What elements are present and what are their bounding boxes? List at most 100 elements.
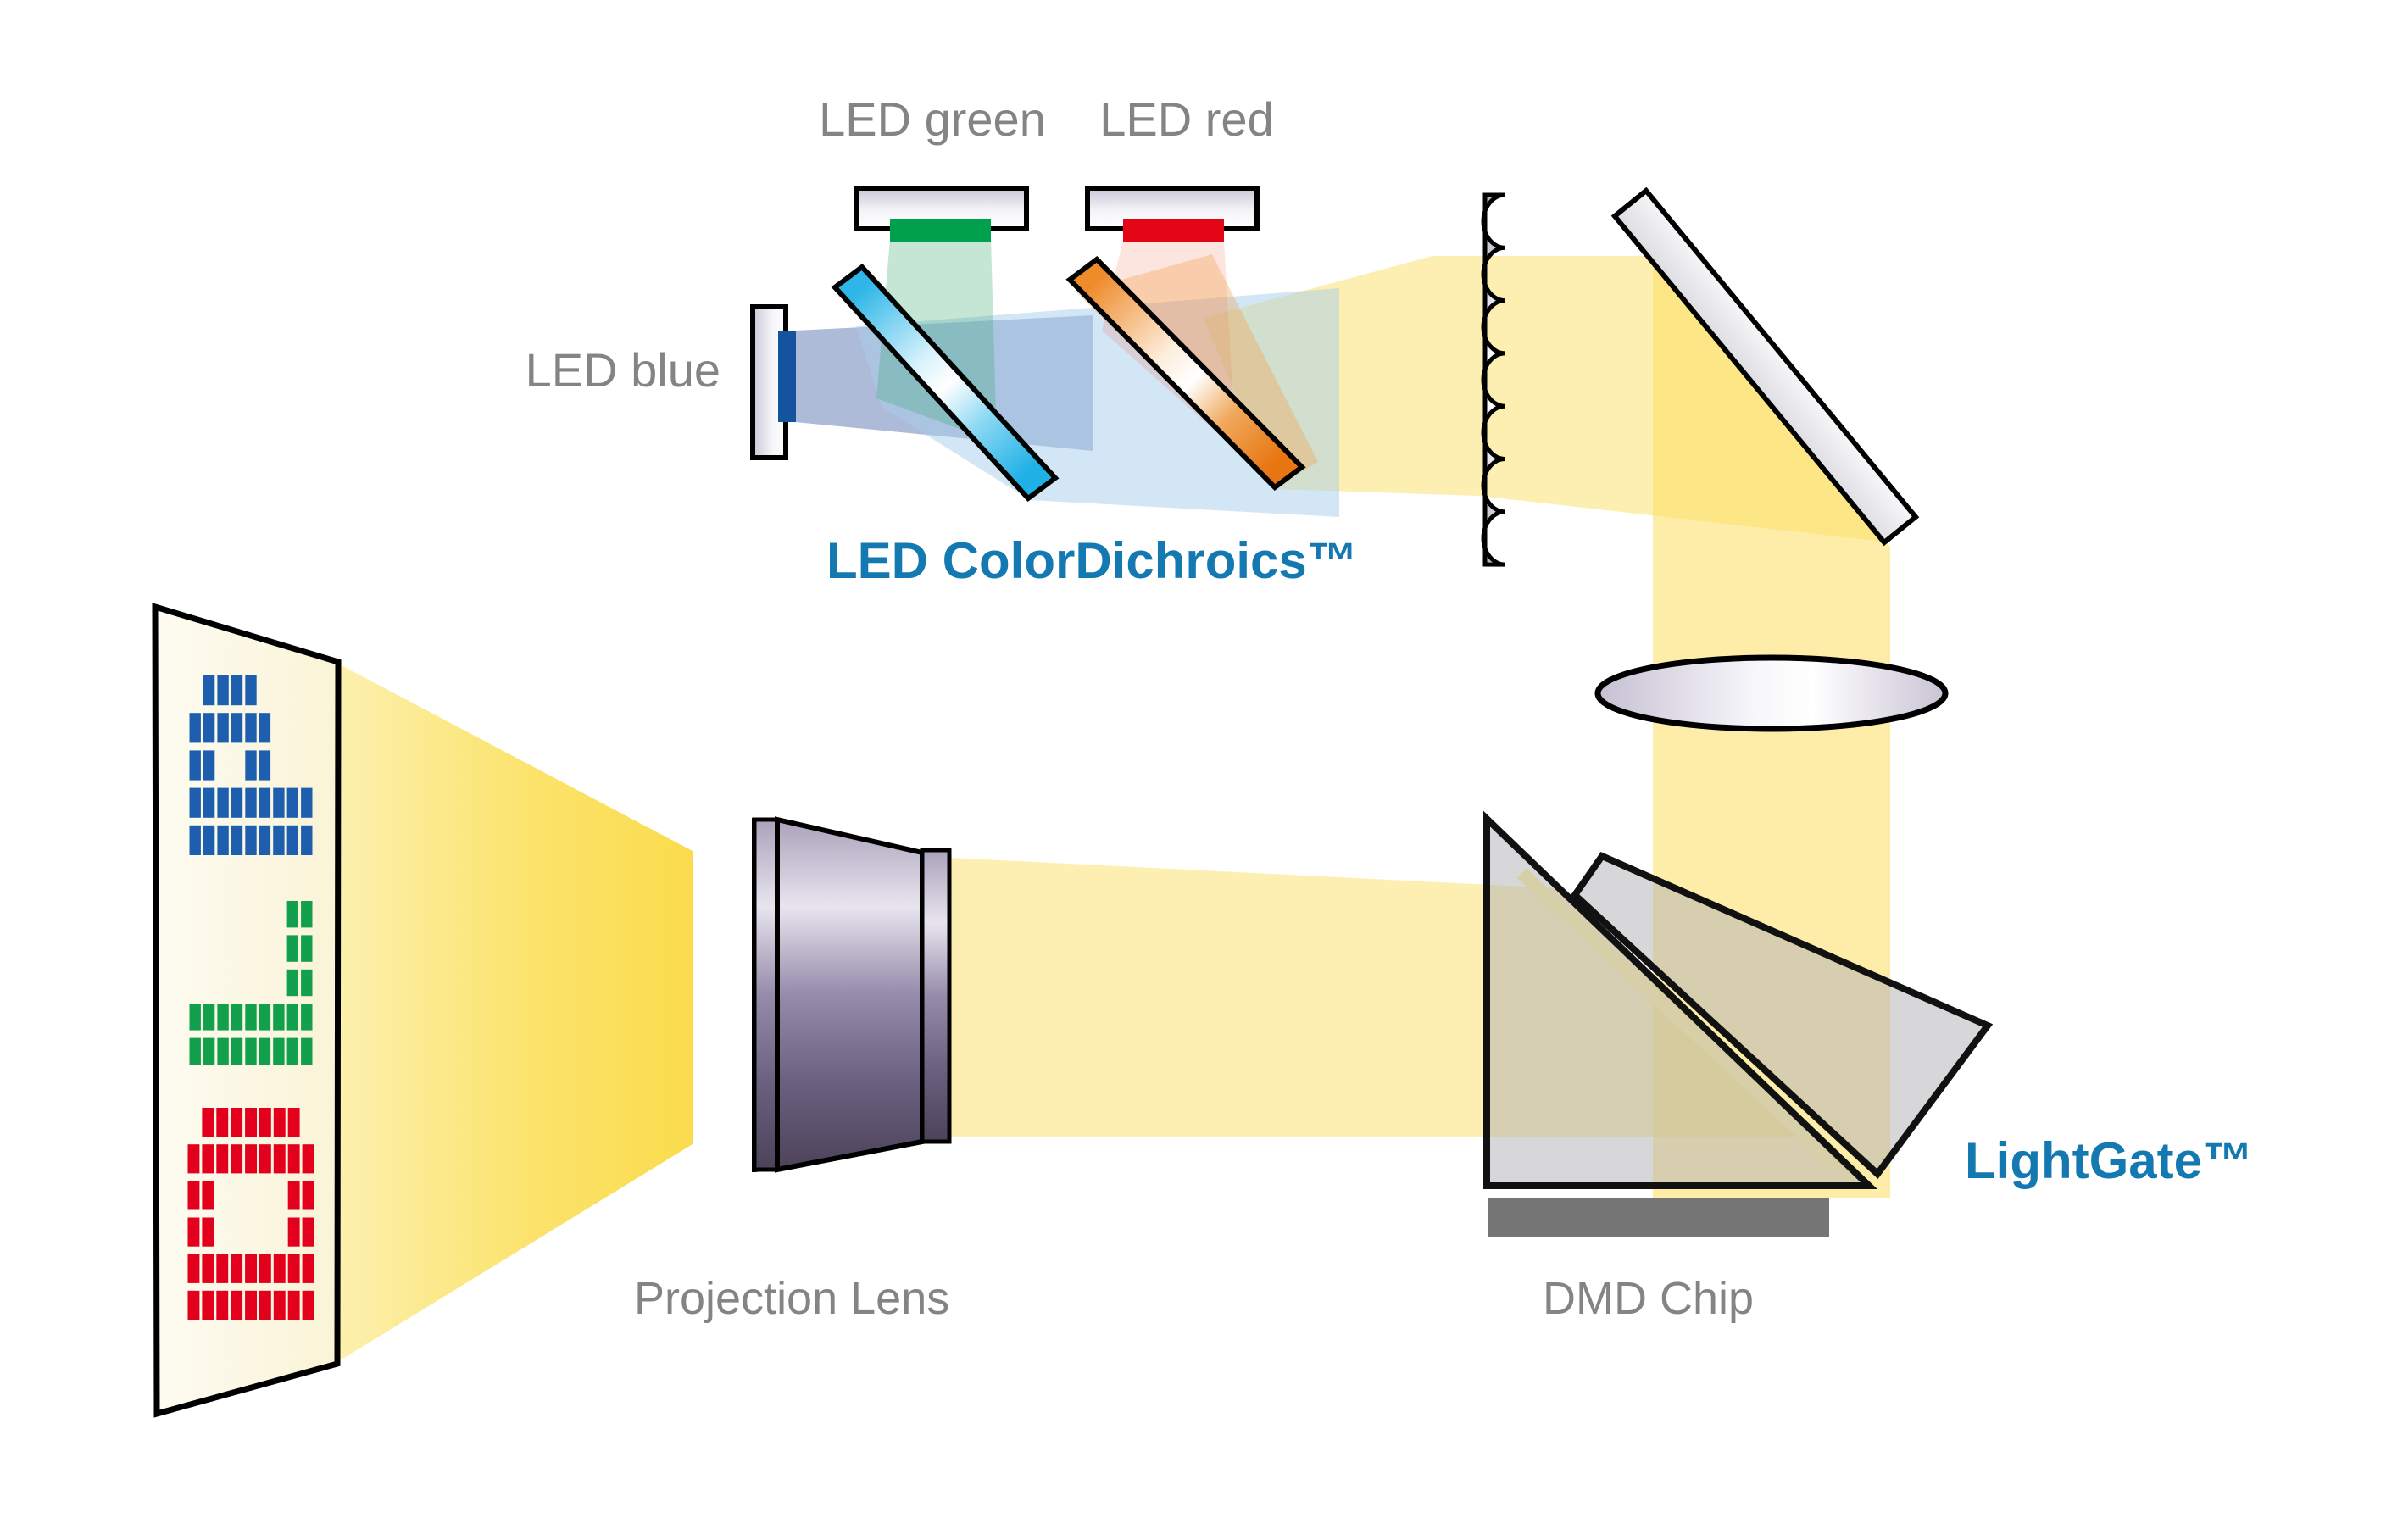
tile-letter-l bbox=[259, 1004, 271, 1031]
led-red-emitter bbox=[1123, 219, 1224, 242]
tile-letter-d bbox=[287, 1217, 300, 1247]
beam-screen bbox=[337, 664, 693, 1362]
tile-letter-p bbox=[286, 787, 298, 818]
tile-letter-l bbox=[189, 1004, 201, 1031]
tile-letter-d bbox=[216, 1108, 229, 1137]
tile-letter-p bbox=[259, 825, 271, 855]
tile-letter-p bbox=[259, 750, 271, 781]
tile-letter-p bbox=[231, 825, 243, 855]
tile-letter-l bbox=[286, 901, 298, 928]
tile-letter-d bbox=[202, 1217, 214, 1247]
tile-letter-d bbox=[259, 1254, 271, 1283]
tile-letter-p bbox=[217, 787, 229, 818]
tile-letter-d bbox=[273, 1290, 286, 1320]
tile-letter-d bbox=[202, 1144, 214, 1174]
tile-letter-d bbox=[231, 1254, 243, 1283]
tile-letter-d bbox=[187, 1290, 200, 1320]
fold-mirror bbox=[1610, 186, 1920, 547]
tile-letter-d bbox=[273, 1108, 286, 1137]
tile-letter-l bbox=[217, 1004, 229, 1031]
label-projection-lens: Projection Lens bbox=[634, 1273, 950, 1324]
tile-letter-l bbox=[259, 1037, 271, 1065]
tile-letter-p bbox=[273, 825, 285, 855]
label-led-red: LED red bbox=[1099, 92, 1274, 146]
tile-letter-d bbox=[187, 1217, 200, 1247]
label-dmd-chip: DMD Chip bbox=[1543, 1273, 1755, 1324]
tile-letter-d bbox=[231, 1108, 243, 1137]
tile-letter-p bbox=[259, 787, 271, 818]
tile-letter-d bbox=[216, 1144, 229, 1174]
tile-letter-d bbox=[259, 1144, 271, 1174]
tile-letter-l bbox=[189, 1037, 201, 1065]
tile-letter-l bbox=[217, 1037, 229, 1065]
tile-letter-p bbox=[301, 825, 313, 855]
tile-letter-p bbox=[189, 787, 201, 818]
tile-letter-l bbox=[301, 1037, 313, 1065]
tile-letter-p bbox=[286, 825, 298, 855]
tile-letter-l bbox=[286, 1004, 298, 1031]
relay-lens bbox=[1594, 654, 1949, 732]
tile-letter-d bbox=[216, 1290, 229, 1320]
led-blue-emitter bbox=[778, 331, 796, 422]
tile-letter-l bbox=[286, 1037, 298, 1065]
tile-letter-d bbox=[287, 1254, 300, 1283]
prism-wedge bbox=[1570, 852, 1994, 1179]
tile-letter-d bbox=[245, 1108, 257, 1137]
tile-letter-l bbox=[286, 969, 298, 997]
tile-letter-p bbox=[217, 825, 229, 855]
tile-letter-d bbox=[231, 1144, 243, 1174]
tile-letter-d bbox=[287, 1144, 300, 1174]
tile-letter-l bbox=[273, 1037, 285, 1065]
beam-blue-pale bbox=[856, 288, 1339, 517]
tile-letter-d bbox=[202, 1108, 214, 1137]
tile-letter-d bbox=[273, 1144, 286, 1174]
dlp-pixel-mosaic bbox=[187, 675, 314, 1320]
tile-letter-d bbox=[302, 1181, 314, 1210]
tile-letter-p bbox=[231, 713, 243, 743]
tile-letter-p bbox=[217, 675, 229, 706]
tile-letter-l bbox=[286, 935, 298, 962]
tile-letter-d bbox=[187, 1181, 200, 1210]
label-led-blue: LED blue bbox=[525, 343, 720, 397]
tile-letter-d bbox=[302, 1144, 314, 1174]
tile-letter-l bbox=[301, 1004, 313, 1031]
tile-letter-d bbox=[287, 1290, 300, 1320]
tile-letter-p bbox=[245, 675, 257, 706]
tile-letter-p bbox=[231, 675, 243, 706]
tile-letter-p bbox=[189, 825, 201, 855]
tile-letter-p bbox=[245, 825, 257, 855]
dmd-chip-bar bbox=[1488, 1198, 1829, 1237]
led-green-emitter bbox=[890, 219, 991, 242]
tile-letter-d bbox=[259, 1108, 271, 1137]
lens-collar bbox=[752, 817, 780, 1172]
lens-rear-ring bbox=[920, 848, 952, 1144]
tile-letter-d bbox=[245, 1144, 257, 1174]
tile-letter-d bbox=[302, 1217, 314, 1247]
tile-letter-p bbox=[273, 787, 285, 818]
lens-barrel bbox=[775, 816, 925, 1173]
label-lightgate: LightGate™ bbox=[1965, 1132, 2253, 1189]
tile-letter-l bbox=[301, 901, 313, 928]
tile-letter-p bbox=[189, 750, 201, 781]
tile-letter-d bbox=[216, 1254, 229, 1283]
tile-letter-l bbox=[301, 969, 313, 997]
tile-letter-l bbox=[203, 1037, 215, 1065]
label-led-green: LED green bbox=[819, 92, 1046, 146]
tile-letter-p bbox=[203, 750, 215, 781]
tile-letter-d bbox=[287, 1108, 300, 1137]
tile-letter-p bbox=[189, 713, 201, 743]
tile-letter-d bbox=[187, 1144, 200, 1174]
tile-letter-d bbox=[273, 1254, 286, 1283]
tile-letter-p bbox=[231, 787, 243, 818]
tile-letter-d bbox=[187, 1254, 200, 1283]
tile-letter-d bbox=[202, 1290, 214, 1320]
label-led-colordichroics: LED ColorDichroics™ bbox=[826, 532, 1358, 589]
tile-letter-p bbox=[217, 713, 229, 743]
tile-letter-p bbox=[245, 750, 257, 781]
tile-letter-d bbox=[231, 1290, 243, 1320]
tile-letter-p bbox=[259, 713, 271, 743]
tile-letter-p bbox=[245, 713, 257, 743]
dichroic-cyan bbox=[831, 263, 1060, 503]
